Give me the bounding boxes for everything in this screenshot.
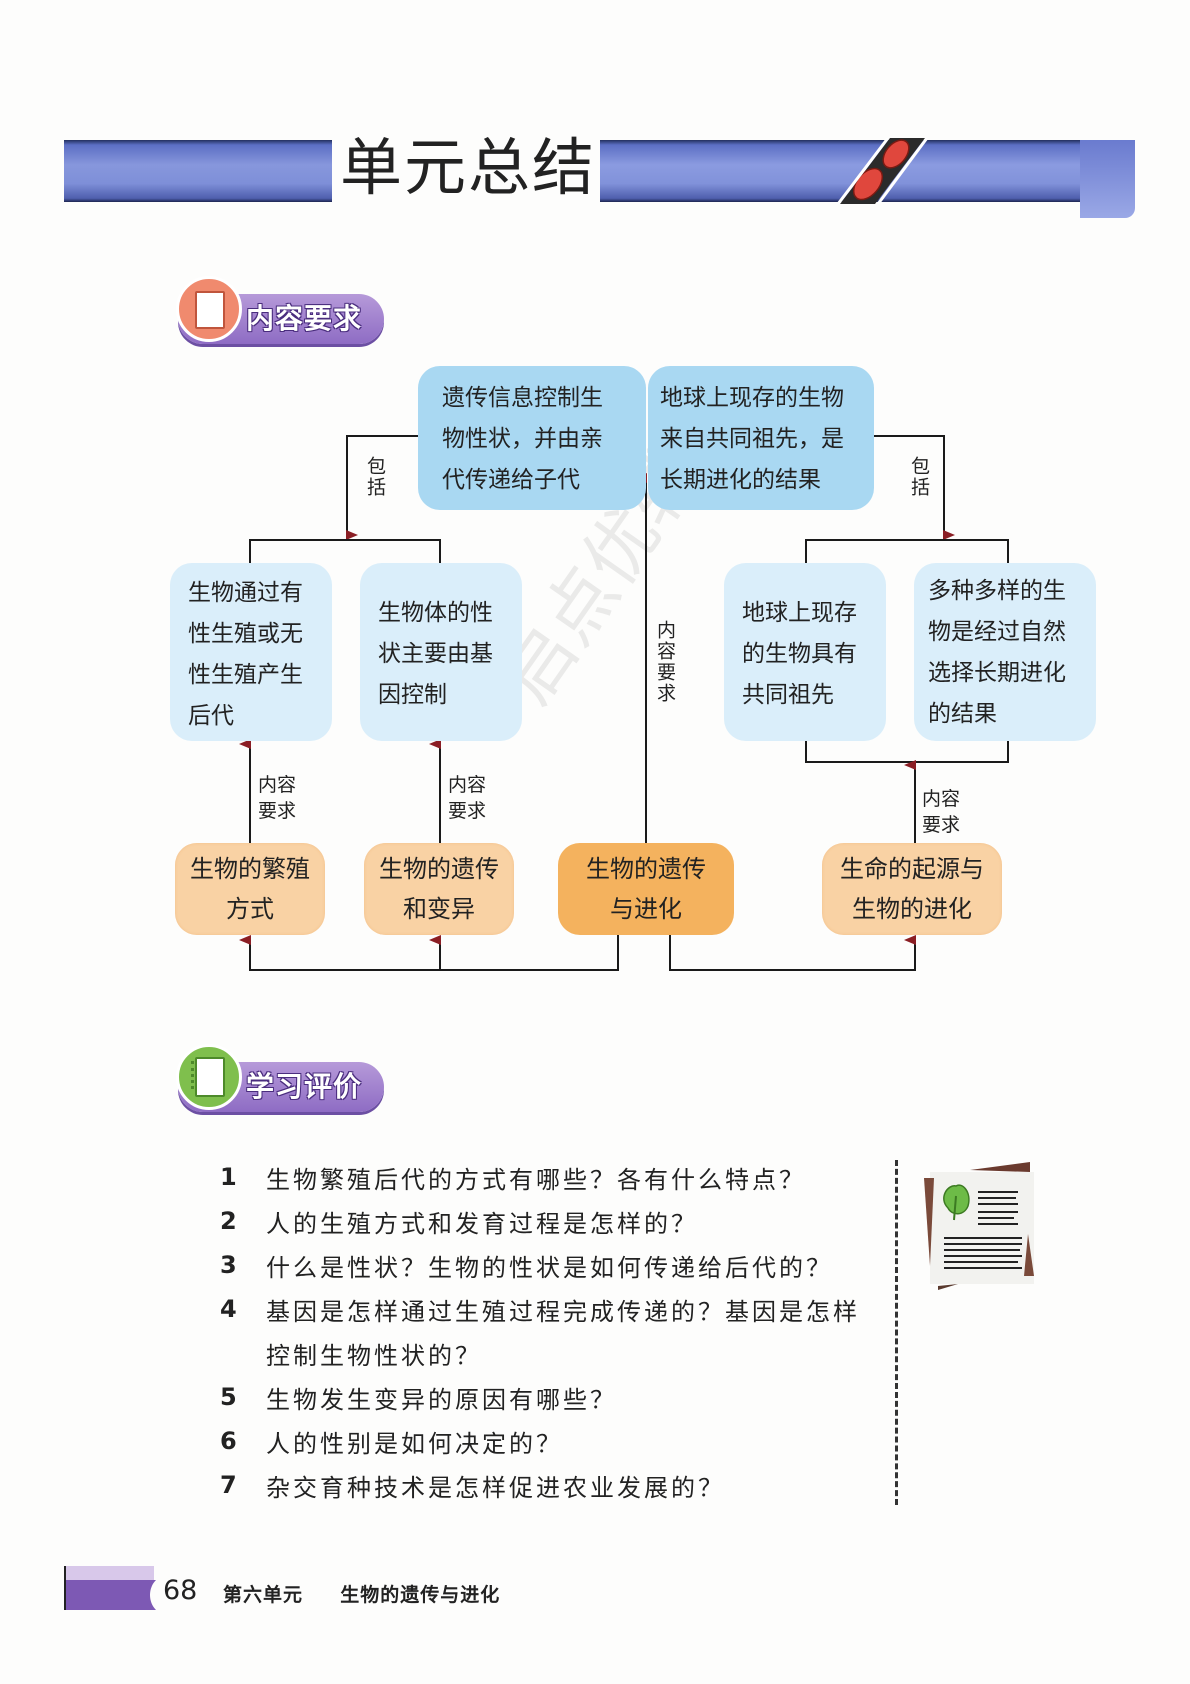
dna-illustration-icon bbox=[836, 138, 929, 204]
section-title-content: 内容要求 bbox=[246, 302, 363, 335]
box-line: 地球上现存的生物 bbox=[660, 385, 844, 411]
dashed-divider bbox=[895, 1160, 898, 1505]
title-banner-tail bbox=[1080, 140, 1135, 218]
question-text: 生物发生变异的原因有哪些？ bbox=[266, 1385, 617, 1414]
section-title-evaluation: 学习评价 bbox=[246, 1070, 363, 1103]
question-text: 基因是怎样通过生殖过程完成传递的？基因是怎样 bbox=[266, 1297, 860, 1326]
label-line: 内容 bbox=[258, 774, 297, 796]
box-line: 生物的遗传 bbox=[379, 855, 499, 883]
notebook-icon bbox=[176, 1044, 242, 1110]
label-requirement-2: 内容 要求 bbox=[448, 772, 486, 824]
footer-unit-number: 第六单元 bbox=[223, 1584, 304, 1606]
box-line: 长期进化的结果 bbox=[660, 467, 821, 493]
box-line: 方式 bbox=[226, 895, 274, 923]
bracket-bottom-right bbox=[805, 740, 1009, 763]
label-requirement-center: 内容要求 bbox=[654, 620, 676, 704]
box-line: 因控制 bbox=[378, 682, 447, 708]
leaf-document-icon bbox=[924, 1162, 1034, 1290]
box-line: 来自共同祖先，是 bbox=[660, 426, 844, 452]
box-line: 和变异 bbox=[403, 895, 475, 923]
box-line: 性生殖产生 bbox=[188, 662, 303, 688]
document-icon bbox=[176, 276, 242, 342]
question-number: 6 bbox=[220, 1427, 237, 1455]
topic-box-heredity-variation: 生物的遗传 和变异 bbox=[364, 843, 514, 935]
question-number: 2 bbox=[220, 1207, 237, 1235]
question-number: 3 bbox=[220, 1251, 237, 1279]
page-title: 单元总结 bbox=[340, 131, 597, 204]
box-line: 物性状，并由亲 bbox=[442, 426, 603, 452]
question-text: 人的生殖方式和发育过程是怎样的？ bbox=[266, 1209, 698, 1238]
bracket-right bbox=[805, 539, 1009, 563]
question-text: 杂交育种技术是怎样促进农业发展的？ bbox=[266, 1473, 725, 1502]
question-number: 1 bbox=[220, 1163, 237, 1191]
question-item: 3 什么是性状？生物的性状是如何传递给后代的？ bbox=[220, 1243, 880, 1287]
diagram-box-reproduction: 生物通过有 性生殖或无 性生殖产生 后代 bbox=[170, 563, 332, 741]
box-line: 状主要由基 bbox=[378, 641, 493, 667]
label-include-left: 包括 bbox=[364, 456, 386, 498]
box-line: 选择长期进化 bbox=[928, 660, 1066, 686]
diagram-box-natural-selection: 多种多样的生 物是经过自然 选择长期进化 的结果 bbox=[914, 563, 1096, 741]
topic-box-origin-evolution: 生命的起源与 生物的进化 bbox=[822, 843, 1002, 935]
footer-unit-title: 生物的遗传与进化 bbox=[340, 1584, 501, 1606]
include-arrow-left bbox=[346, 435, 418, 540]
question-number: 4 bbox=[220, 1295, 237, 1323]
question-text: 控制生物性状的？ bbox=[266, 1341, 482, 1370]
feed-line-left bbox=[239, 935, 619, 971]
question-number: 7 bbox=[220, 1471, 237, 1499]
question-item: 1 生物繁殖后代的方式有哪些？各有什么特点？ bbox=[220, 1155, 880, 1199]
box-line: 的生物具有 bbox=[742, 641, 857, 667]
box-line: 的结果 bbox=[928, 701, 997, 727]
label-line: 内容 bbox=[448, 774, 487, 796]
title-banner-left bbox=[64, 140, 332, 202]
bracket-left bbox=[249, 539, 441, 563]
question-item-continued: 控制生物性状的？ bbox=[220, 1331, 880, 1375]
question-item: 2 人的生殖方式和发育过程是怎样的？ bbox=[220, 1199, 880, 1243]
label-line: 要求 bbox=[448, 800, 487, 822]
box-line: 多种多样的生 bbox=[928, 578, 1066, 604]
include-arrow-right bbox=[874, 435, 955, 540]
box-line: 遗传信息控制生 bbox=[442, 385, 603, 411]
label-requirement-1: 内容 要求 bbox=[258, 772, 296, 824]
box-line: 性生殖或无 bbox=[188, 621, 303, 647]
diagram-box-heredity: 遗传信息控制生 物性状，并由亲 代传递给子代 bbox=[418, 366, 646, 510]
box-line: 与进化 bbox=[610, 895, 682, 923]
diagram-box-evolution: 地球上现存的生物 来自共同祖先，是 长期进化的结果 bbox=[648, 366, 874, 510]
question-item: 5 生物发生变异的原因有哪些？ bbox=[220, 1375, 880, 1419]
box-line: 后代 bbox=[188, 703, 234, 729]
feed-line-right bbox=[669, 935, 916, 971]
label-line: 内容 bbox=[922, 788, 961, 810]
box-line: 生物通过有 bbox=[188, 580, 303, 606]
box-line: 地球上现存 bbox=[742, 600, 857, 626]
question-text: 什么是性状？生物的性状是如何传递给后代的？ bbox=[266, 1253, 833, 1282]
box-line: 物是经过自然 bbox=[928, 619, 1066, 645]
topic-box-main-unit: 生物的遗传 与进化 bbox=[558, 843, 734, 935]
box-line: 共同祖先 bbox=[742, 682, 834, 708]
question-text: 生物繁殖后代的方式有哪些？各有什么特点？ bbox=[266, 1165, 806, 1194]
box-line: 生命的起源与 bbox=[840, 855, 984, 883]
footer-unit: 第六单元 生物的遗传与进化 bbox=[223, 1580, 500, 1607]
topic-box-reproduction: 生物的繁殖 方式 bbox=[175, 843, 325, 935]
diagram-box-common-ancestor: 地球上现存 的生物具有 共同祖先 bbox=[724, 563, 886, 741]
question-item: 6 人的性别是如何决定的？ bbox=[220, 1419, 880, 1463]
box-line: 生物体的性 bbox=[378, 600, 493, 626]
label-line: 要求 bbox=[258, 800, 297, 822]
box-line: 代传递给子代 bbox=[442, 467, 580, 493]
label-requirement-4: 内容 要求 bbox=[922, 786, 960, 838]
page-number: 68 bbox=[163, 1575, 198, 1606]
question-item: 7 杂交育种技术是怎样促进农业发展的？ bbox=[220, 1463, 880, 1507]
question-item: 4 基因是怎样通过生殖过程完成传递的？基因是怎样 bbox=[220, 1287, 880, 1331]
diagram-box-gene-control: 生物体的性 状主要由基 因控制 bbox=[360, 563, 522, 741]
question-number: 5 bbox=[220, 1383, 237, 1411]
box-line: 生物的进化 bbox=[852, 895, 972, 923]
label-line: 要求 bbox=[922, 814, 961, 836]
footer-bar bbox=[64, 1566, 156, 1610]
question-list: 1 生物繁殖后代的方式有哪些？各有什么特点？ 2 人的生殖方式和发育过程是怎样的… bbox=[220, 1155, 880, 1507]
box-line: 生物的遗传 bbox=[586, 855, 706, 883]
label-include-right: 包括 bbox=[908, 456, 930, 498]
box-line: 生物的繁殖 bbox=[190, 855, 310, 883]
question-text: 人的性别是如何决定的？ bbox=[266, 1429, 563, 1458]
